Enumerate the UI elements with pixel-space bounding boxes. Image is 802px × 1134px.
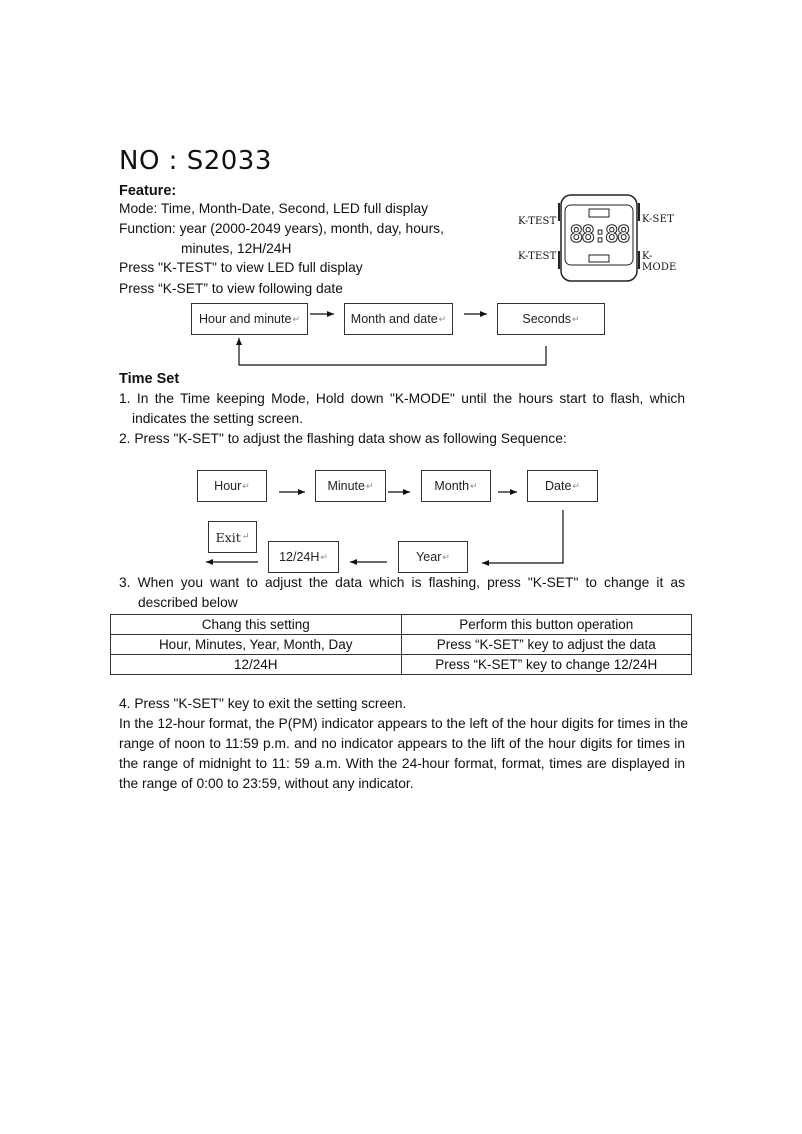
step3-cont-text: described below xyxy=(138,595,238,610)
feature-mode-text: Mode: Time, Month-Date, Second, LED full… xyxy=(119,201,429,216)
timeset-step1-text: 1. In the Time keeping Mode, Hold down "… xyxy=(119,391,685,406)
flow2-box-date: Date↵ xyxy=(527,470,598,502)
flow2-box-exit: Exit↵ xyxy=(208,521,257,553)
paragraph-line-4: the range of 0:00 to 23:59, without any … xyxy=(119,776,414,791)
feature-test-text: Press "K-TEST" to view LED full display xyxy=(119,260,363,275)
return-mark-icon: ↵ xyxy=(572,480,580,491)
paragraph-line-2: range of noon to 11:59 p.m. and no indic… xyxy=(119,736,685,751)
watch-display-digits: 88:88 xyxy=(569,222,631,249)
watch-outline-icon xyxy=(558,194,640,282)
flow1-box-hour-and-minute: Hour and minute↵ xyxy=(191,303,308,335)
timeset-step2-text: 2. Press "K-SET" to adjust the flashing … xyxy=(119,431,567,446)
return-mark-icon: ↵ xyxy=(292,313,300,324)
table-cell: Hour, Minutes, Year, Month, Day xyxy=(110,634,402,655)
paragraph-line-3: the range of midnight to 11: 59 a.m. Wit… xyxy=(119,756,685,771)
flow2-box-hour: Hour↵ xyxy=(197,470,267,502)
feature-function-text: Function: year (2000-2049 years), month,… xyxy=(119,221,444,236)
table-header-cell: Perform this button operation xyxy=(400,614,692,635)
timeset-heading: Time Set xyxy=(119,371,180,387)
return-mark-icon: ↵ xyxy=(470,480,478,491)
return-mark-icon: ↵ xyxy=(241,532,250,542)
paragraph-line-1: In the 12-hour format, the P(PM) indicat… xyxy=(119,716,689,731)
table-header-row: Chang this setting Perform this button o… xyxy=(110,614,692,635)
return-mark-icon: ↵ xyxy=(365,480,374,491)
watch-diagram: K-TEST K-TEST K-SET K-MODE 88:88 xyxy=(515,193,685,285)
flow2-box-12-24h: 12/24H↵ xyxy=(268,541,339,573)
return-mark-icon: ↵ xyxy=(438,313,447,324)
flow1-box-seconds: Seconds↵ xyxy=(497,303,605,335)
return-mark-icon: ↵ xyxy=(442,551,450,562)
feature-set-text: Press “K-SET” to view following date xyxy=(119,281,343,296)
flow2-box-minute: Minute↵ xyxy=(315,470,386,502)
timeset-step1-cont-text: indicates the setting screen. xyxy=(132,411,304,426)
table-cell: Press “K-SET” key to change 12/24H xyxy=(400,654,692,675)
step3-text: 3. When you want to adjust the data whic… xyxy=(119,575,685,590)
watch-label-k-test-top: K-TEST xyxy=(518,216,557,227)
settings-table: Chang this setting Perform this button o… xyxy=(110,614,692,675)
feature-function-cont-text: minutes, 12H/24H xyxy=(181,241,292,256)
watch-label-k-set: K-SET xyxy=(642,214,674,225)
flow1-box-month-and-date: Month and date↵ xyxy=(344,303,453,335)
table-row: Hour, Minutes, Year, Month, Day Press “K… xyxy=(110,634,692,655)
table-header-cell: Chang this setting xyxy=(110,614,402,635)
table-cell: 12/24H xyxy=(110,654,402,675)
table-row: 12/24H Press “K-SET” key to change 12/24… xyxy=(110,654,692,675)
feature-heading: Feature: xyxy=(119,183,177,199)
flow2-box-month: Month↵ xyxy=(421,470,491,502)
return-mark-icon: ↵ xyxy=(320,551,328,562)
table-cell: Press “K-SET” key to adjust the data xyxy=(400,634,692,655)
page-title: NO : S2033 xyxy=(119,146,272,176)
watch-label-k-mode: K-MODE xyxy=(642,251,677,273)
step4-text: 4. Press "K-SET" key to exit the setting… xyxy=(119,696,407,711)
arrow-return-icon xyxy=(236,338,547,366)
arrow-down-left-icon xyxy=(482,510,564,566)
flow2-box-year: Year↵ xyxy=(398,541,468,573)
return-mark-icon: ↵ xyxy=(242,480,250,491)
watch-label-k-test-bottom: K-TEST xyxy=(518,251,557,262)
return-mark-icon: ↵ xyxy=(572,313,580,324)
